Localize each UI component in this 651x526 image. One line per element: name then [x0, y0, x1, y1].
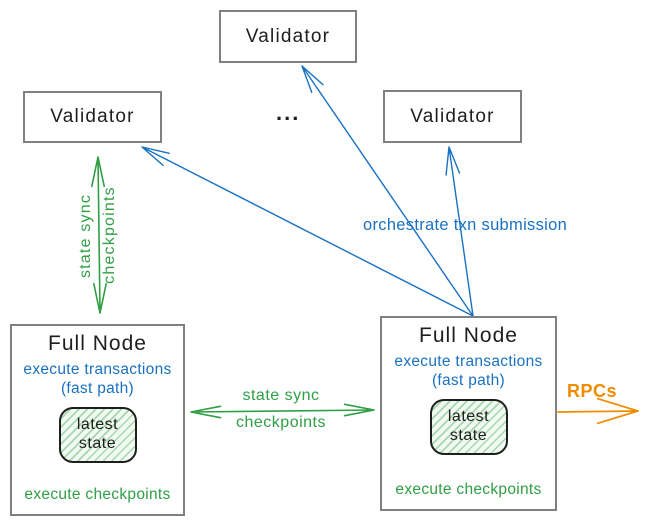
- latest-state-box-right: latest state: [429, 398, 508, 455]
- rpcs-arrow: [557, 397, 639, 425]
- state-sync-label-vertical: state sync: [77, 193, 94, 279]
- full-node-left-execute-transactions-label: execute transactions (fast path): [23, 360, 171, 399]
- checkpoints-label-vertical: checkpoints: [101, 186, 118, 284]
- fast-path-text: (fast path): [60, 380, 135, 398]
- latest-state-label-line2: state: [78, 434, 117, 452]
- execute-transactions-text: execute transactions: [394, 353, 543, 370]
- execute-transactions-text: execute transactions: [23, 361, 172, 378]
- full-node-box-left: Full Node execute transactions (fast pat…: [10, 324, 185, 516]
- full-node-right-title: Full Node: [419, 324, 518, 347]
- latest-state-label-line1: latest: [76, 416, 119, 434]
- validator-left-label: Validator: [50, 106, 135, 127]
- validator-box-top: Validator: [219, 10, 357, 63]
- latest-state-label-line1: latest: [447, 408, 490, 426]
- checkpoints-label-middle: checkpoints: [236, 414, 326, 431]
- fast-path-text: (fast path): [431, 372, 506, 390]
- validator-right-label: Validator: [410, 105, 495, 127]
- orchestrate-txn-submission-label: orchestrate txn submission: [363, 216, 568, 234]
- validator-box-left: Validator: [23, 91, 162, 143]
- full-node-left-title: Full Node: [48, 332, 147, 355]
- validators-ellipsis-label: ...: [276, 100, 301, 125]
- latest-state-label-line2: state: [449, 426, 488, 444]
- validator-top-label: Validator: [245, 25, 331, 47]
- full-node-left-execute-checkpoints-label: execute checkpoints: [24, 486, 171, 503]
- validator-box-right: Validator: [383, 90, 522, 143]
- rpcs-label: RPCs: [567, 381, 618, 401]
- state-sync-label-middle: state sync: [242, 387, 320, 404]
- full-node-right-execute-transactions-label: execute transactions (fast path): [394, 352, 542, 391]
- full-node-right-execute-checkpoints-label: execute checkpoints: [395, 481, 542, 498]
- latest-state-box-left: latest state: [58, 406, 137, 463]
- full-node-box-right: Full Node execute transactions (fast pat…: [380, 316, 557, 511]
